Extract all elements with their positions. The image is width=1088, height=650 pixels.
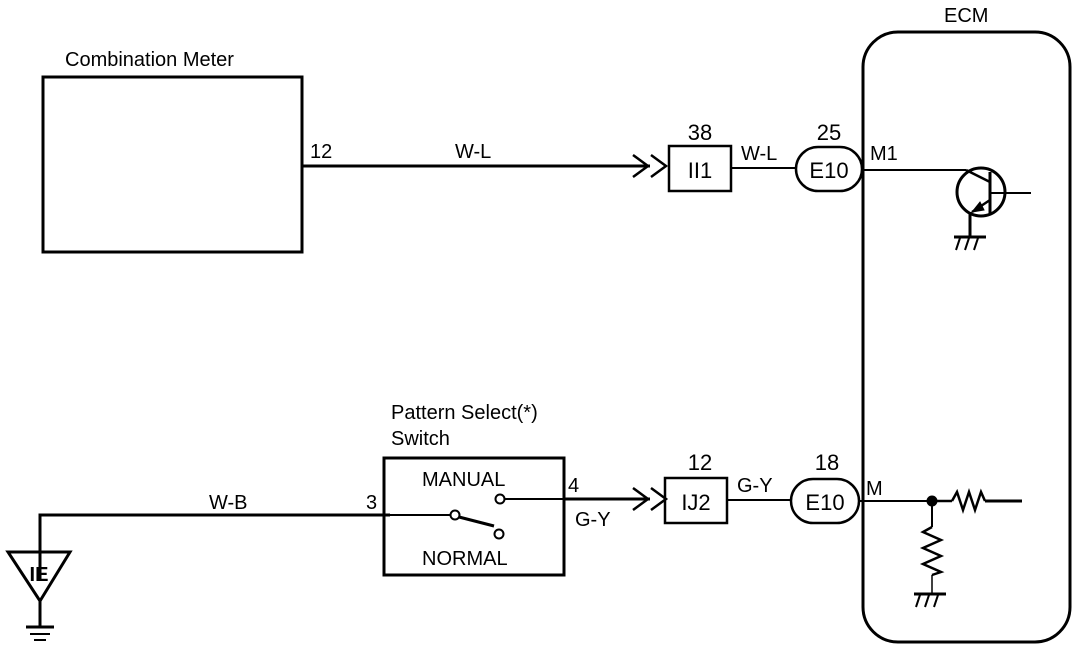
connector-ij2-label: IJ2: [681, 490, 710, 515]
ecm: ECM M1 M: [861, 5, 1072, 644]
ground-point-ie: IE: [5, 513, 390, 626]
pattern-select-switch: Pattern Select(*) Switch MANUAL NORMAL 3…: [366, 402, 579, 577]
combination-meter-title: Combination Meter: [65, 49, 234, 71]
ecm-title: ECM: [944, 5, 988, 27]
wire-label-g-y: G-Y: [575, 509, 611, 531]
connector-arrow-icon: [632, 486, 651, 512]
connector-e10-lower-label: E10: [805, 490, 844, 515]
earth-ground-icon: [26, 625, 54, 641]
connector-e10-upper: E10 25: [794, 120, 864, 193]
connector-e10-upper-label: E10: [809, 158, 848, 183]
meter-pin-12: 12: [310, 141, 332, 163]
chassis-ground-icon: [914, 592, 946, 608]
switch-pos-normal: NORMAL: [422, 548, 508, 570]
connector-ii1-pin: 38: [688, 120, 712, 145]
connector-e10-lower-pin: 18: [815, 450, 839, 475]
connector-e10-upper-pin: 25: [817, 120, 841, 145]
wire-label-g-y-2: G-Y: [737, 475, 773, 497]
resistor-network-icon: [859, 488, 1022, 593]
connector-ii1-label: II1: [688, 158, 712, 183]
connector-ij2: IJ2 12: [663, 450, 729, 525]
switch-pos-manual: MANUAL: [422, 469, 505, 491]
switch-title-line2: Switch: [391, 428, 450, 450]
wire-w-l-upper: W-L: [302, 141, 669, 179]
ground-label: IE: [30, 564, 49, 586]
wire-label-w-l-2: W-L: [741, 143, 777, 165]
ecm-pin-m: M: [866, 478, 883, 500]
combination-meter: Combination Meter 12: [41, 49, 332, 254]
switch-pin-4: 4: [568, 475, 579, 497]
switch-contact-icon: [390, 493, 564, 540]
connector-ij2-pin: 12: [688, 450, 712, 475]
switch-pin-3: 3: [366, 492, 377, 514]
connector-arrow-icon: [632, 153, 651, 179]
chassis-ground-icon: [954, 235, 986, 251]
connector-ii1: II1 38: [667, 120, 733, 193]
connector-e10-lower: E10 18: [789, 450, 861, 525]
wire-label-w-l: W-L: [455, 141, 491, 163]
switch-title-line1: Pattern Select(*): [391, 402, 538, 424]
wire-g-y-lower: G-Y: [564, 486, 669, 531]
connector-arrow-icon: [650, 153, 669, 179]
transistor-icon: [863, 166, 1031, 236]
wire-label-w-b: W-B: [209, 492, 248, 514]
ecm-pin-m1: M1: [870, 143, 898, 165]
